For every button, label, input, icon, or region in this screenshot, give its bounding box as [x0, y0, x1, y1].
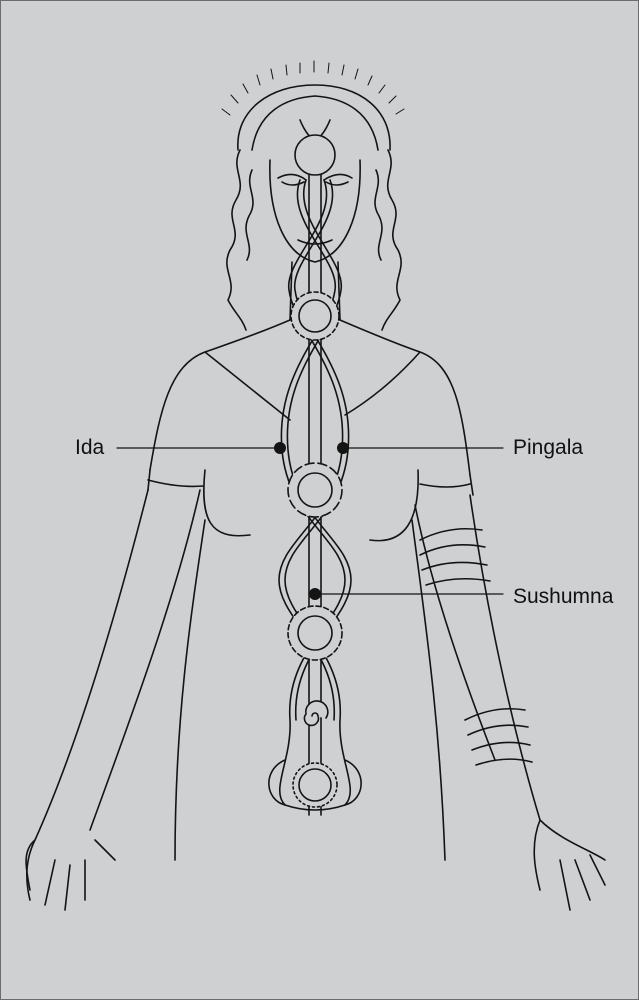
label-leaders: [116, 447, 504, 595]
root-chakra: [298, 768, 332, 802]
halo-rays: [221, 60, 405, 116]
heart-chakra: [297, 472, 333, 508]
solar-chakra: [297, 615, 333, 651]
sushumna-label: Sushumna: [513, 585, 614, 608]
third-eye-chakra: [294, 134, 336, 176]
body-outline: [25, 261, 606, 911]
pingala-label: Pingala: [513, 436, 584, 459]
throat-chakra: [298, 299, 332, 333]
sacral-spiral: [303, 700, 329, 727]
ida-label: Ida: [75, 436, 105, 459]
ida-marker: [274, 442, 286, 454]
chakras: [287, 134, 343, 808]
sushumna-marker: [309, 588, 321, 600]
pingala-marker: [337, 442, 349, 454]
